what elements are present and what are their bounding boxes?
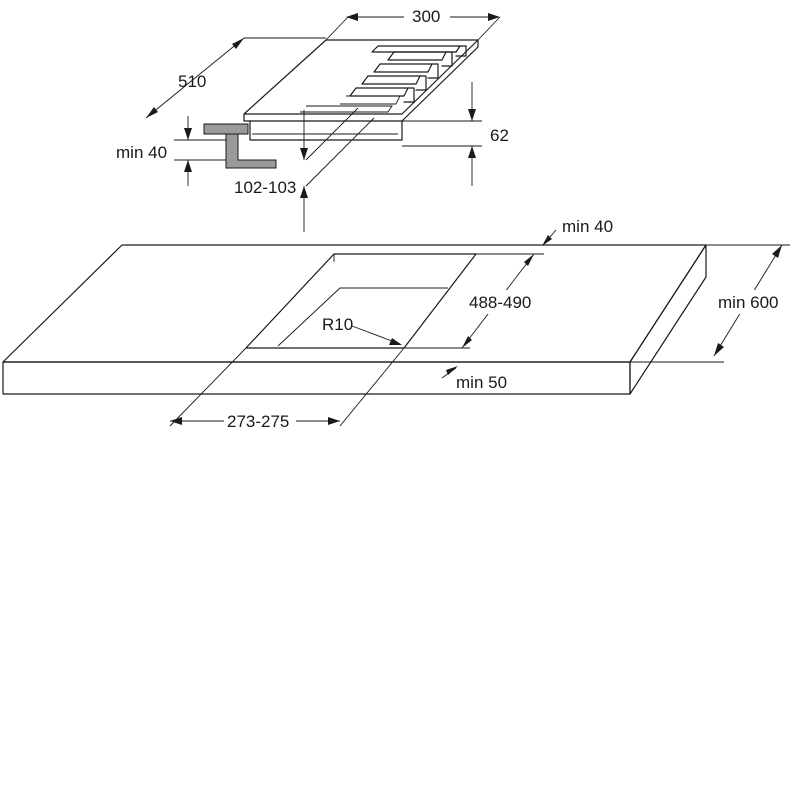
control-knob [373,63,439,79]
dimension-510: 510 [145,37,326,119]
worktop-side-face [629,244,707,395]
control-knob [387,51,453,67]
label-62: 62 [490,126,509,145]
hob-body [249,120,403,141]
dimension-488-490: 488-490 [404,253,544,349]
dimension-300: 300 [325,5,501,41]
control-knob [349,87,415,103]
worktop-top-face [2,244,707,363]
worktop-front-face [2,361,631,395]
label-min-600: min 600 [718,293,778,312]
control-knob [371,45,467,57]
dimension-min-50: min 50 [441,366,507,392]
cutout-outline [245,253,477,349]
label-min-50: min 50 [456,373,507,392]
worktop [2,244,707,395]
dimension-102-103: 102-103 [234,107,375,232]
label-273-275: 273-275 [227,412,289,431]
radius-r10: R10 [322,315,402,345]
cutout-inner-wall [277,287,448,347]
cutout [245,253,477,349]
dimension-62: 62 [402,82,509,186]
label-300: 300 [412,7,440,26]
label-488-490: 488-490 [469,293,531,312]
mounting-bracket [203,123,277,169]
hob-appliance [203,39,479,169]
label-min-40-bracket: min 40 [116,143,167,162]
dimension-min-40-edge: min 40 [542,217,613,246]
hob-glass-top [243,39,479,115]
control-knob [361,75,427,91]
dimension-min-600: min 600 [630,244,790,363]
dimension-min-40-bracket: min 40 [116,116,226,186]
knob-row [300,45,467,113]
label-510: 510 [178,72,206,91]
dimension-273-275: 273-275 [169,347,405,432]
label-min-40-edge: min 40 [562,217,613,236]
label-r10: R10 [322,315,353,334]
label-102-103: 102-103 [234,178,296,197]
